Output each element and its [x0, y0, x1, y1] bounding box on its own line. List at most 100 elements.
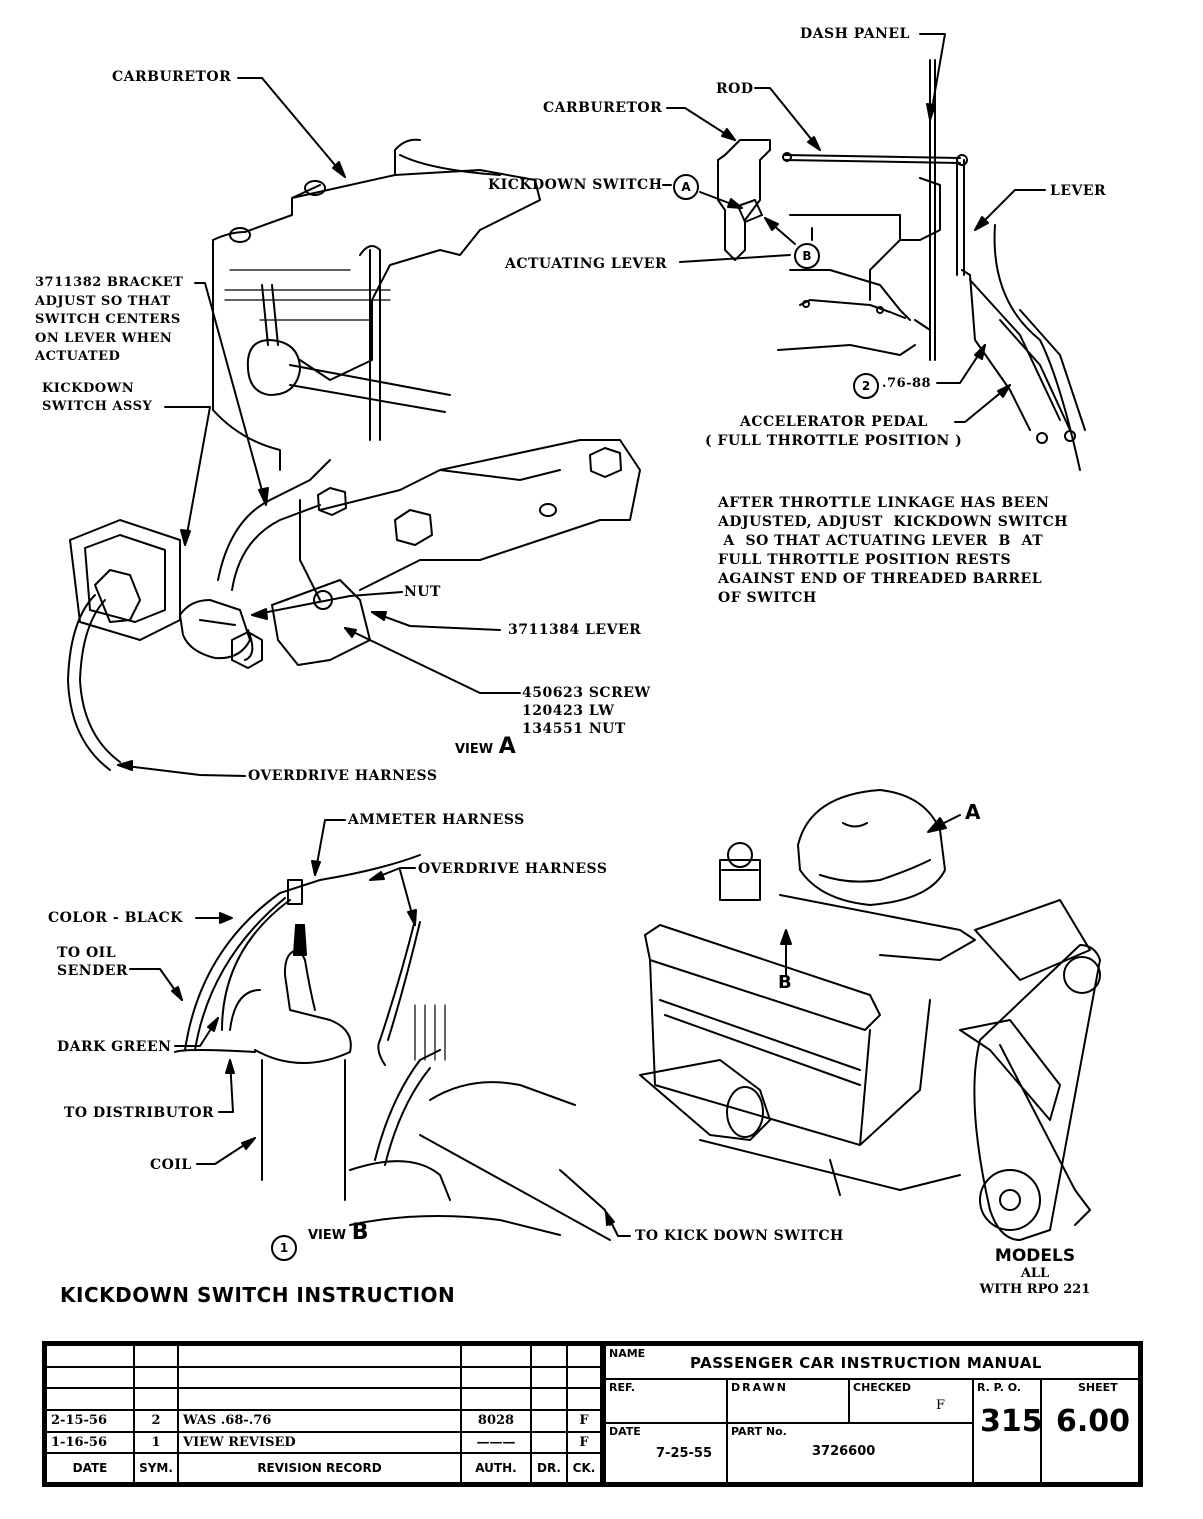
label-lever: 3711384 LEVER — [508, 622, 642, 638]
bracket-line: ADJUST SO THAT — [35, 293, 171, 309]
revision-header: CK. — [566, 1452, 602, 1484]
date-value: 7-25-55 — [656, 1446, 713, 1461]
checked-cell: CHECKED F — [848, 1378, 974, 1424]
view-a-drawing — [67, 138, 641, 771]
distributor-cap-wires — [727, 842, 753, 868]
ref-caption: REF. — [609, 1381, 636, 1394]
lever-pivot — [956, 154, 968, 166]
view-prefix: VIEW — [455, 742, 494, 757]
revision-cell: 2-15-56 — [45, 1408, 135, 1433]
generator-pulley — [1063, 956, 1101, 994]
name-caption: NAME — [609, 1347, 646, 1360]
throttle-shaft — [246, 339, 451, 413]
throttle-rod — [784, 154, 961, 164]
hardware-line: 134551 NUT — [522, 721, 626, 737]
revision-cell — [566, 1387, 602, 1411]
marker-letter: B — [778, 972, 792, 993]
oil-sender-line: TO OIL — [57, 945, 117, 961]
part-cell: PART No. 3726600 — [726, 1422, 974, 1484]
view-letter: A — [498, 734, 516, 759]
view-b-leaders — [129, 819, 631, 1237]
models-block: MODELS ALL WITH RPO 221 — [960, 1246, 1110, 1298]
coil-top — [254, 949, 352, 1064]
starter-end — [726, 1086, 764, 1138]
title-info: NAME PASSENGER CAR INSTRUCTION MANUAL RE… — [601, 1344, 1140, 1484]
accelerator-pedal — [999, 309, 1086, 431]
label-full-throttle: ( FULL THROTTLE POSITION ) — [705, 433, 963, 449]
revision-cell: 8028 — [460, 1408, 532, 1433]
switch-assy-line: SWITCH ASSY — [42, 399, 153, 414]
coil-body — [261, 1059, 346, 1201]
distributor-wire — [174, 1049, 256, 1053]
label-carburetor-linkage: CARBURETOR — [543, 100, 663, 116]
label-carburetor: CARBURETOR — [112, 69, 232, 85]
floor-line — [993, 224, 1081, 471]
bracket-line: ON LEVER WHEN — [35, 330, 173, 346]
label-actuating-lever: ACTUATING LEVER — [505, 256, 668, 272]
revision-header: REVISION RECORD — [177, 1452, 462, 1484]
rod-pivot — [782, 152, 792, 162]
label-overdrive-harness-a: OVERDRIVE HARNESS — [248, 768, 438, 784]
ref-cell: REF. — [604, 1378, 728, 1424]
3711384-lever-plate — [271, 579, 371, 666]
revision-row — [45, 1387, 602, 1411]
revision-cell — [45, 1387, 135, 1411]
label-ammeter-harness: AMMETER HARNESS — [348, 812, 525, 828]
bracket-strips — [414, 1004, 446, 1061]
revision-cell: ——— — [460, 1430, 532, 1455]
models-line: WITH RPO 221 — [979, 1282, 1091, 1297]
oil-sender-line: SENDER — [57, 963, 129, 979]
valve-cover-left — [644, 924, 881, 1031]
date-cell: DATE 7-25-55 — [604, 1422, 728, 1484]
label-lever-linkage: LEVER — [1050, 183, 1107, 199]
switch-assy-line: KICKDOWN — [42, 381, 135, 396]
marker-letter: A — [965, 800, 981, 824]
label-kickdown-switch: KICKDOWN SWITCH — [488, 177, 663, 193]
revision-cell — [530, 1387, 568, 1411]
revision-cell — [530, 1365, 568, 1390]
bracket-line: SWITCH CENTERS — [35, 312, 181, 327]
engine-parts — [374, 1049, 611, 1241]
engine-outline — [789, 177, 941, 301]
bracket-line: ACTUATED — [35, 349, 121, 364]
view-letter: B — [351, 1220, 369, 1245]
revision-cell — [177, 1387, 462, 1411]
label-rod: ROD — [716, 81, 754, 97]
view-a-label: VIEW A — [455, 734, 516, 759]
bolt-hole — [802, 300, 810, 308]
label-overdrive-harness-b: OVERDRIVE HARNESS — [418, 861, 608, 877]
label-switch-assy: KICKDOWN SWITCH ASSY — [42, 380, 152, 416]
kickdown-switch-box — [69, 519, 181, 641]
document-title: KICKDOWN SWITCH INSTRUCTION — [60, 1283, 456, 1307]
view-a-leaders — [117, 77, 521, 777]
label-hardware: 450623 SCREW 120423 LW 134551 NUT — [522, 684, 651, 738]
pin — [539, 503, 557, 517]
revision-cell — [45, 1365, 135, 1390]
marker-a: A — [673, 174, 699, 200]
revision-row — [45, 1365, 602, 1390]
valve-cover-right — [779, 894, 976, 961]
revision-cell — [530, 1408, 568, 1433]
revision-cell: 2 — [133, 1408, 179, 1433]
carburetor-screw — [229, 227, 251, 243]
air-cleaner-rim — [394, 138, 501, 176]
revision-header: SYM. — [133, 1452, 179, 1484]
overdrive-wire — [377, 919, 421, 1066]
engine-block — [649, 959, 931, 1146]
harness-clip — [287, 879, 303, 905]
hardware-line: 120423 LW — [522, 703, 615, 719]
revision-cell — [460, 1344, 532, 1368]
label-oil-sender: TO OIL SENDER — [57, 944, 128, 980]
part-value: 3726600 — [812, 1444, 876, 1459]
kickdown-switch-body — [737, 199, 763, 223]
revision-cell: 1-16-56 — [45, 1430, 135, 1455]
bolt-hole — [876, 306, 884, 314]
label-dark-green: DARK GREEN — [57, 1039, 172, 1055]
revision-cell — [530, 1430, 568, 1455]
view-prefix: VIEW — [308, 1228, 347, 1243]
label-bracket: 3711382 BRACKET ADJUST SO THAT SWITCH CE… — [35, 274, 183, 367]
